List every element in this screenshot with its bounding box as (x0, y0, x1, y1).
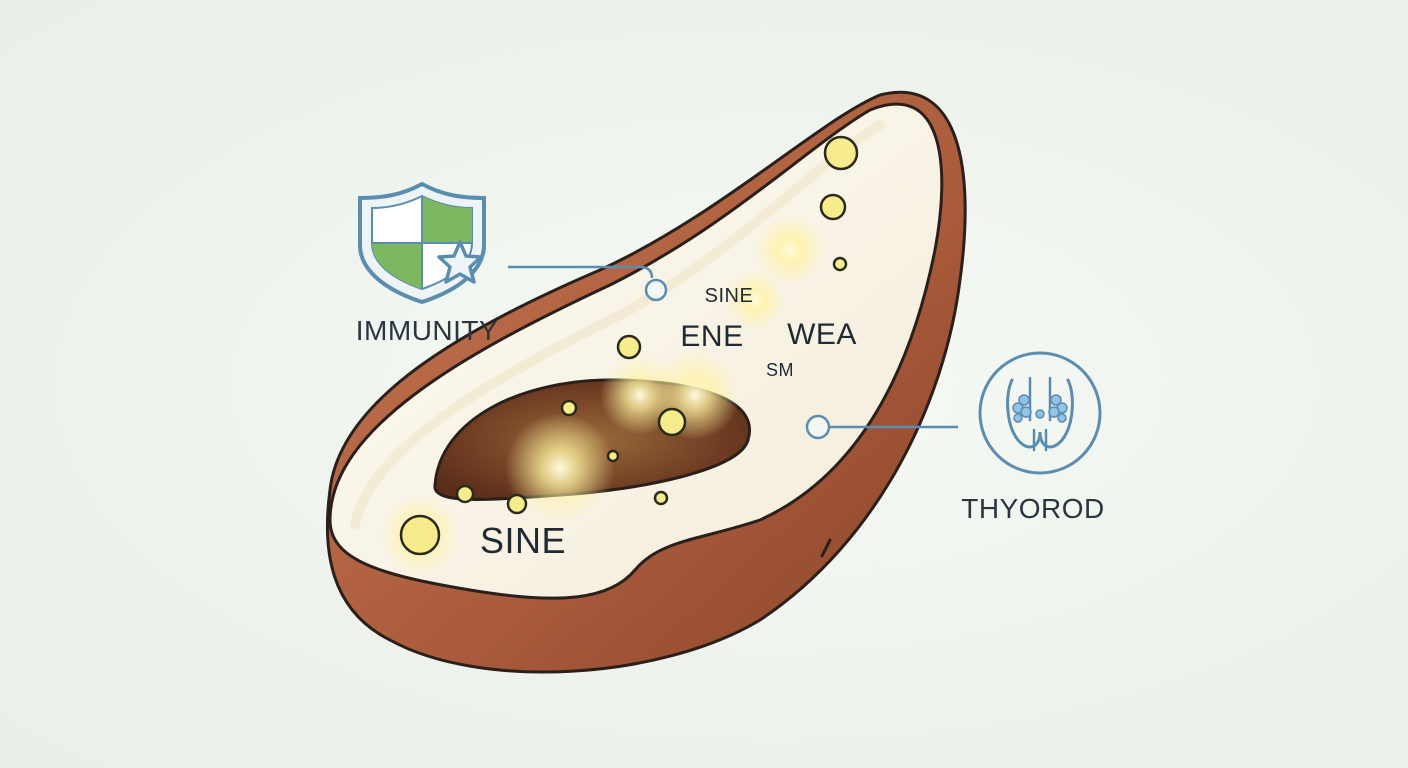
glow-spot (725, 270, 785, 330)
flesh-highlight (350, 120, 885, 530)
inner-label-small: SM (766, 360, 794, 380)
nutrient-dots (399, 135, 859, 556)
nutrient-dot (819, 193, 847, 221)
shield-star-icon (358, 181, 486, 305)
nutrient-dot (399, 514, 441, 556)
glow-spot (755, 215, 825, 285)
inner-label-bottom: SINE (480, 520, 566, 561)
nutrient-dot (506, 493, 528, 515)
thyroid-connector-dot (805, 414, 831, 440)
nutrient-dot (560, 399, 578, 417)
thyroid-label: THYOROD (961, 493, 1105, 524)
immunity-connector (508, 265, 654, 279)
glow-spot (505, 413, 615, 523)
nutrient-dot (823, 135, 859, 171)
nutrient-dot (616, 334, 642, 360)
inner-label-mid-left: ENE (680, 320, 743, 353)
nutrient-dot (455, 484, 475, 504)
shell-notch (820, 538, 832, 558)
nutrient-dot (657, 407, 687, 437)
nutrient-dot (653, 490, 669, 506)
inner-label-mid-right: WEA (787, 318, 857, 351)
immunity-connector-dot (644, 278, 668, 302)
thyroid-gland-icon (978, 351, 1102, 475)
immunity-label: IMMUNITY (356, 315, 498, 346)
star-icon (437, 240, 483, 284)
inner-label-top: SINE (705, 285, 754, 307)
nutrient-dot (606, 449, 620, 463)
nutrient-dot (832, 256, 848, 272)
